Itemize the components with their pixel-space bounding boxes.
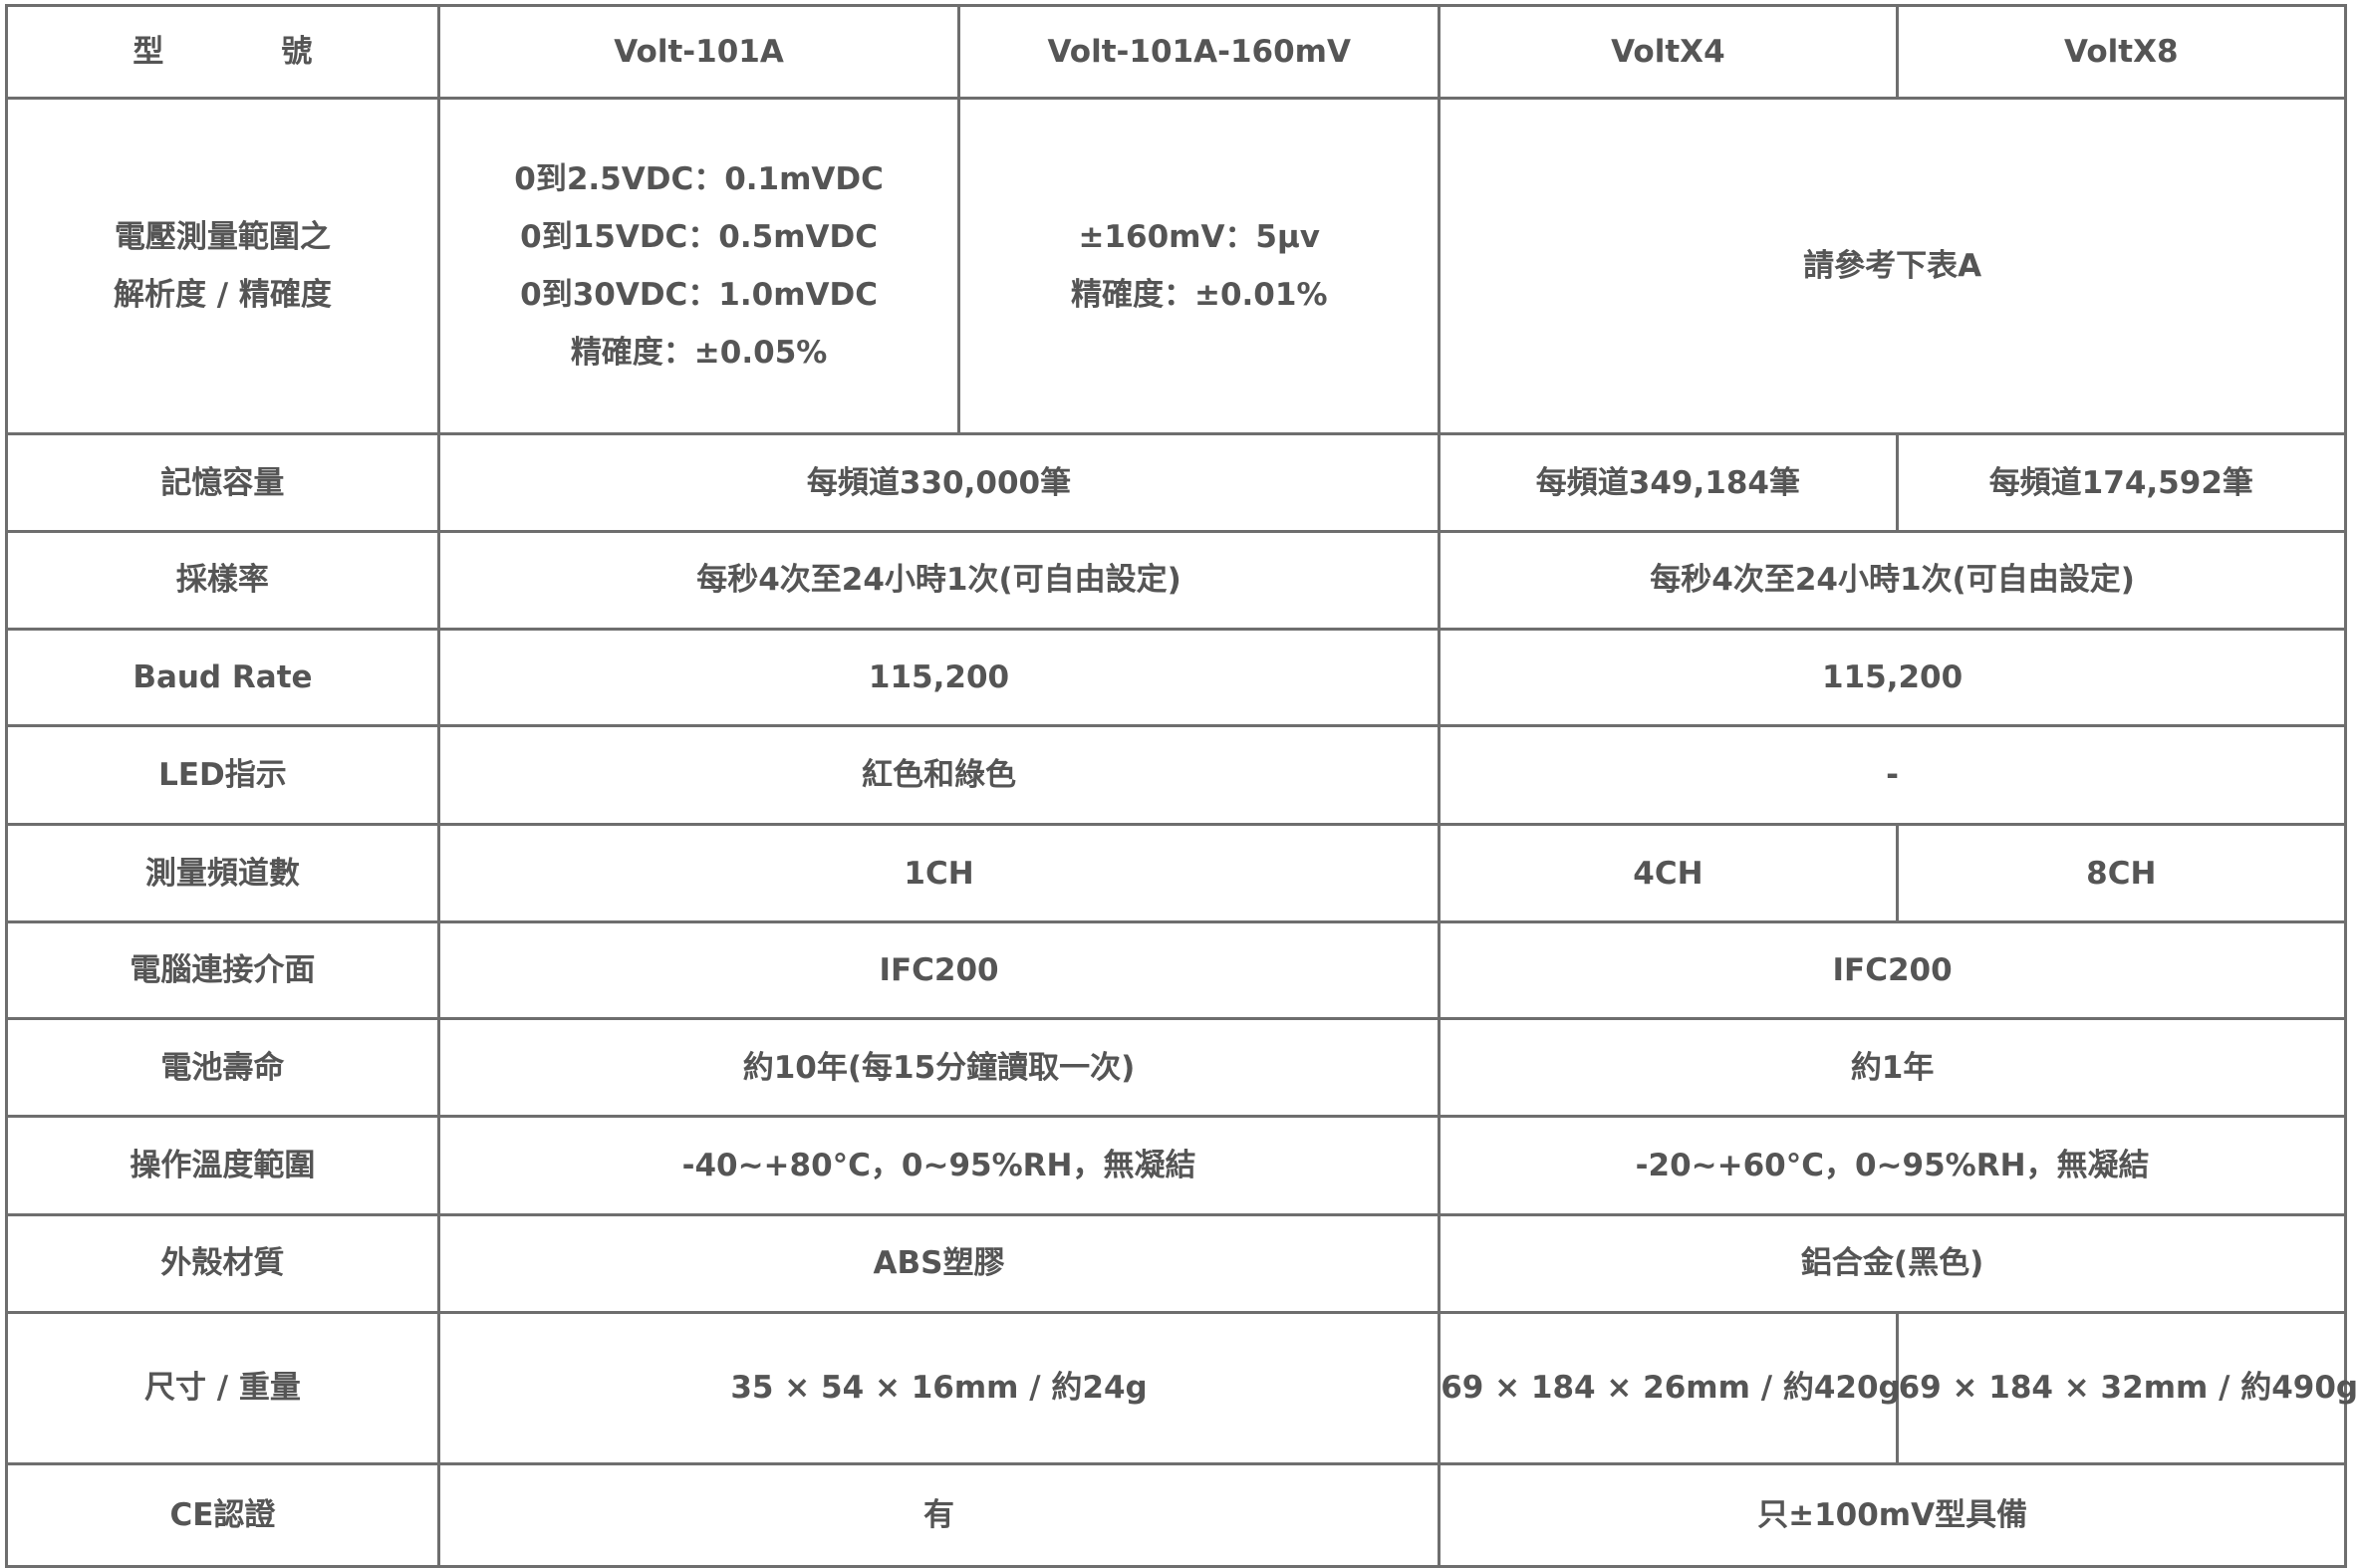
baud-voltx: 115,200 [1438, 627, 2347, 728]
resolution-volt160-line-1: ±160mV：5μv [1078, 219, 1321, 256]
casing-volt101: ABS塑膠 [436, 1212, 1441, 1314]
model-volt-101a-160mv: Volt-101A-160mV [957, 3, 1441, 101]
battery-volt101: 約10年(每15分鐘讀取一次) [436, 1017, 1441, 1118]
size-volt101: 35 × 54 × 16mm / 約24g [436, 1310, 1441, 1465]
interface-row: 電腦連接介面 IFC200 IFC200 [5, 919, 2347, 1021]
ce-label: CE認證 [5, 1461, 440, 1568]
size-label: 尺寸 / 重量 [5, 1310, 440, 1465]
resolution-volt101a-line-1: 0到2.5VDC：0.1mVDC [514, 161, 884, 198]
casing-row: 外殼材質 ABS塑膠 鋁合金(黑色) [5, 1212, 2347, 1314]
resolution-volt101a-line-4: 精確度：±0.05% [570, 335, 828, 372]
temperature-volt101: -40~+80°C，0~95%RH，無凝結 [436, 1114, 1441, 1216]
led-label: LED指示 [5, 724, 440, 827]
sampling-label: 採樣率 [5, 530, 440, 631]
battery-voltx: 約1年 [1438, 1017, 2347, 1118]
size-voltx4: 69 × 184 × 26mm / 約420g [1438, 1310, 1901, 1465]
memory-row: 記憶容量 每頻道330,000筆 每頻道349,184筆 每頻道174,592筆 [5, 432, 2348, 534]
led-voltx: - [1438, 724, 2347, 827]
temperature-voltx: -20~+60°C，0~95%RH，無凝結 [1438, 1114, 2347, 1216]
casing-voltx: 鋁合金(黑色) [1438, 1212, 2347, 1314]
model-volt-101a: Volt-101A [436, 3, 961, 101]
model-label-cell: 型號 [5, 3, 440, 101]
memory-volt101: 每頻道330,000筆 [436, 432, 1441, 534]
ce-voltx: 只±100mV型具備 [1438, 1461, 2347, 1568]
ce-row: CE認證 有 只±100mV型具備 [5, 1461, 2347, 1568]
led-row: LED指示 紅色和綠色 - [5, 724, 2347, 827]
temperature-row: 操作溫度範圍 -40~+80°C，0~95%RH，無凝結 -20~+60°C，0… [5, 1114, 2347, 1216]
casing-label: 外殼材質 [5, 1212, 440, 1314]
sampling-row: 採樣率 每秒4次至24小時1次(可自由設定) 每秒4次至24小時1次(可自由設定… [5, 530, 2347, 631]
channels-voltx4: 4CH [1438, 823, 1899, 923]
resolution-label-line-2: 解析度 / 精確度 [113, 277, 332, 314]
header-row: 型號 Volt-101A Volt-101A-160mV VoltX4 Volt… [5, 3, 2348, 101]
model-label-char-2: 號 [281, 34, 313, 71]
battery-label: 電池壽命 [5, 1017, 440, 1118]
baud-row: Baud Rate 115,200 115,200 [5, 627, 2347, 728]
model-label-char-1: 型 [132, 34, 164, 71]
baud-volt101: 115,200 [436, 627, 1441, 728]
resolution-volt160-cell: ±160mV：5μv 精確度：±0.01% [957, 97, 1441, 436]
sampling-voltx: 每秒4次至24小時1次(可自由設定) [1438, 530, 2347, 631]
interface-voltx: IFC200 [1438, 919, 2347, 1021]
model-voltx8: VoltX8 [1895, 3, 2348, 101]
sampling-volt101: 每秒4次至24小時1次(可自由設定) [436, 530, 1441, 631]
resolution-volt101a-line-2: 0到15VDC：0.5mVDC [520, 219, 879, 256]
resolution-label-line-1: 電壓測量範圍之 [114, 219, 331, 256]
interface-volt101: IFC200 [436, 919, 1441, 1021]
led-volt101: 紅色和綠色 [436, 724, 1441, 827]
ce-volt101: 有 [436, 1461, 1441, 1568]
resolution-volt101a-line-3: 0到30VDC：1.0mVDC [520, 277, 879, 314]
memory-voltx8: 每頻道174,592筆 [1895, 432, 2348, 534]
size-voltx8: 69 × 184 × 32mm / 約490g [1895, 1310, 2358, 1465]
spec-table: 型號 Volt-101A Volt-101A-160mV VoltX4 Volt… [5, 3, 2358, 1568]
battery-row: 電池壽命 約10年(每15分鐘讀取一次) 約1年 [5, 1017, 2347, 1118]
resolution-volt160-line-2: 精確度：±0.01% [1070, 277, 1328, 314]
memory-voltx4: 每頻道349,184筆 [1438, 432, 1899, 534]
model-voltx4: VoltX4 [1438, 3, 1899, 101]
channels-row: 測量頻道數 1CH 4CH 8CH [5, 823, 2348, 923]
channels-voltx8: 8CH [1895, 823, 2348, 923]
channels-label: 測量頻道數 [5, 823, 440, 923]
baud-label: Baud Rate [5, 627, 440, 728]
channels-volt101: 1CH [436, 823, 1441, 923]
interface-label: 電腦連接介面 [5, 919, 440, 1021]
resolution-volt101a-cell: 0到2.5VDC：0.1mVDC 0到15VDC：0.5mVDC 0到30VDC… [436, 97, 961, 436]
resolution-voltx-cell: 請參考下表A [1438, 97, 2347, 436]
size-row: 尺寸 / 重量 35 × 54 × 16mm / 約24g 69 × 184 ×… [5, 1310, 2358, 1465]
resolution-row: 電壓測量範圍之 解析度 / 精確度 0到2.5VDC：0.1mVDC 0到15V… [5, 97, 2347, 436]
temperature-label: 操作溫度範圍 [5, 1114, 440, 1216]
resolution-label-cell: 電壓測量範圍之 解析度 / 精確度 [5, 97, 440, 436]
memory-label: 記憶容量 [5, 432, 440, 534]
